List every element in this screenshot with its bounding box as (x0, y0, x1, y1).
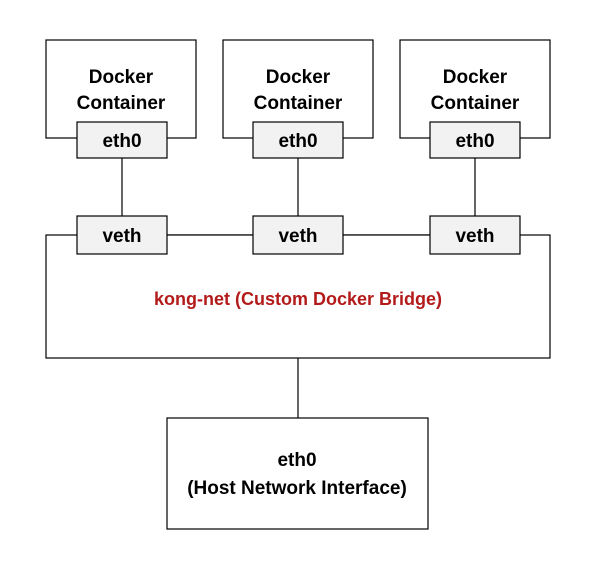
container-eth0-1: eth0 (76, 121, 168, 159)
veth-port-1: veth (76, 215, 168, 255)
host-interface-box (166, 417, 429, 530)
eth0-port-label: eth0 (455, 131, 494, 152)
veth-port-3: veth (429, 215, 521, 255)
container-eth0-2: eth0 (252, 121, 344, 159)
container-title-line2: Container (431, 93, 520, 114)
veth-port-label: veth (278, 226, 317, 247)
container-title-line1: Docker (266, 67, 331, 88)
eth0-port-label: eth0 (278, 131, 317, 152)
container-title-line1: Docker (89, 67, 154, 88)
container-title-line1: Docker (443, 67, 508, 88)
veth-port-label: veth (102, 226, 141, 247)
host-interface-line2: (Host Network Interface) (187, 478, 407, 499)
host-interface: eth0 (Host Network Interface) (166, 417, 429, 530)
eth0-port-box (252, 121, 344, 159)
container-eth0-3: eth0 (429, 121, 521, 159)
bridge-box (45, 234, 551, 359)
eth0-port-label: eth0 (102, 131, 141, 152)
veth-port-2: veth (252, 215, 344, 255)
container-title-line2: Container (77, 93, 166, 114)
veth-port-box (429, 215, 521, 255)
container-title-line2: Container (254, 93, 343, 114)
veth-port-label: veth (455, 226, 494, 247)
eth0-port-box (429, 121, 521, 159)
veth-port-box (76, 215, 168, 255)
eth0-port-box (76, 121, 168, 159)
veth-port-box (252, 215, 344, 255)
bridge-label: kong-net (Custom Docker Bridge) (154, 289, 442, 309)
bridge-network: kong-net (Custom Docker Bridge) (45, 234, 551, 359)
host-interface-line1: eth0 (277, 450, 316, 471)
